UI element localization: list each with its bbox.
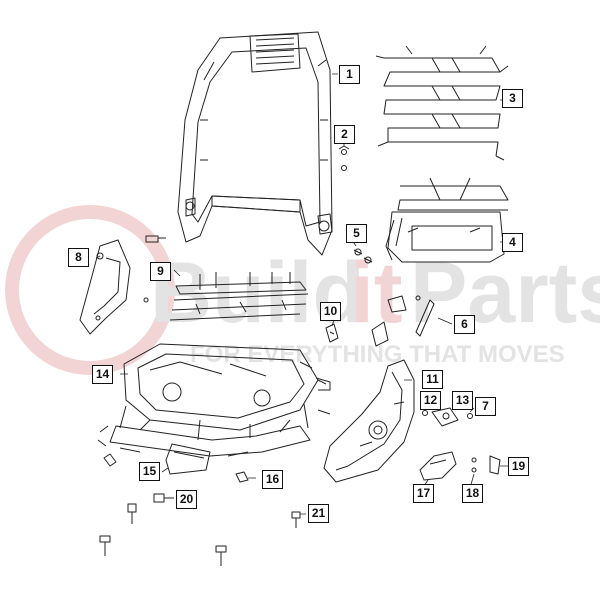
callout-16: 16 [262,470,283,489]
callout-15: 15 [139,462,160,481]
callout-4: 4 [502,233,523,252]
part-bolt-20 [127,493,174,524]
callout-11: 11 [422,370,443,389]
part-frame-bolt [145,235,166,243]
watermark-brand-2: it [350,245,403,341]
callout-5: 5 [346,224,367,243]
part-trim-15 [165,443,211,475]
callout-10: 10 [320,302,341,321]
callout-14: 14 [92,365,113,384]
part-seat-side-shield [323,359,415,483]
watermark-brand-3: Parts [410,245,600,341]
part-lumbar-rod [371,295,435,347]
callout-21: 21 [308,504,329,523]
callout-9: 9 [150,262,171,281]
part-bolt-21 [99,511,301,566]
part-clip-10 [325,323,339,343]
callout-7: 7 [475,397,496,416]
callout-6: 6 [454,315,475,334]
part-side-shield [79,239,149,335]
callout-20: 20 [176,490,197,509]
callout-1: 1 [339,65,360,84]
callout-3: 3 [502,89,523,108]
part-knob-13 [431,407,459,427]
part-screws-2 [338,145,350,171]
part-back-suspension-wire [375,45,509,161]
callout-8: 8 [68,248,89,267]
part-cushion-wire-grid [169,272,309,321]
part-handle-17 [419,451,457,481]
callout-12: 12 [420,391,441,410]
part-screw-7 [467,413,473,419]
callout-17: 17 [413,484,434,503]
part-seatback-frame [177,31,333,256]
callout-2: 2 [334,125,355,144]
callout-18: 18 [462,484,483,503]
callout-13: 13 [452,391,473,410]
part-screw-12 [422,410,428,416]
part-seat-cushion-frame [97,343,331,457]
part-fasteners-5 [353,248,373,264]
callout-19: 19 [508,457,529,476]
watermark-brand-1: Build [150,245,365,341]
part-seatback-pad [385,177,509,263]
watermark-ring [5,205,175,375]
part-clips-18-19 [471,455,501,475]
part-clips-lower [103,379,327,483]
